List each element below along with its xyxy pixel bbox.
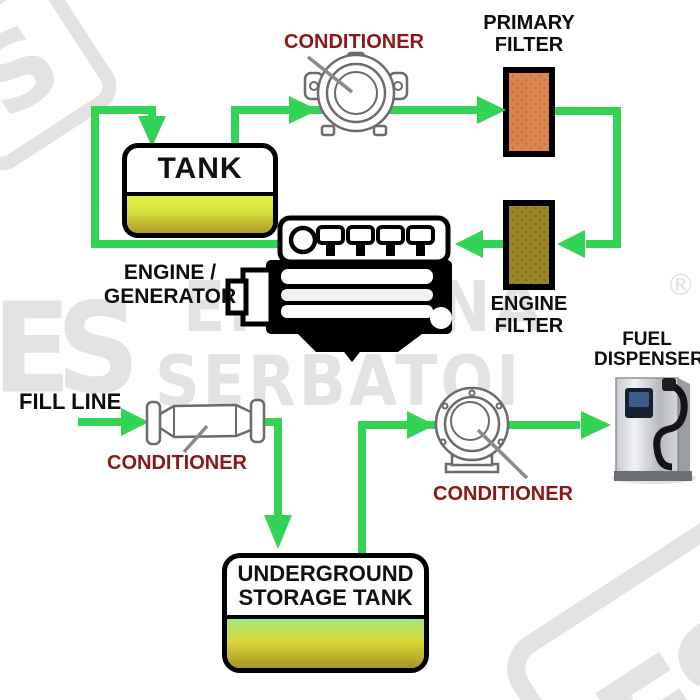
fuel-dispenser-label-line2: DISPENSER: [594, 349, 700, 370]
conditioner-top-device: [303, 51, 409, 137]
flow-arrowheads: [121, 96, 611, 549]
fill-line-label: FILL LINE: [19, 389, 122, 414]
fuel-dispenser-label-line1: FUEL: [622, 329, 672, 350]
fuel-dispenser-image: [612, 377, 696, 484]
registered-trademark-icon: ®: [666, 268, 695, 302]
engine-filter-label-line2: FILTER: [494, 315, 564, 337]
dispenser-conditioner-label: CONDITIONER: [433, 483, 573, 505]
fuel-flow-pipes: [78, 106, 621, 556]
conditioner-top-label: CONDITIONER: [284, 31, 424, 53]
engine-generator-label: ENGINE / GENERATOR: [95, 261, 245, 309]
primary-filter-label-line1: PRIMARY: [483, 12, 575, 34]
ust-label-line1: UNDERGROUND: [237, 561, 414, 586]
label-pointer-lines: [182, 55, 529, 480]
day-tank-box: TANK: [122, 143, 278, 238]
ust-label-line2: STORAGE TANK: [238, 585, 413, 610]
engine-filter-label: ENGINE FILTER: [477, 293, 581, 337]
engine-generator-label-line2: GENERATOR: [103, 285, 237, 308]
primary-filter-element: [503, 67, 555, 157]
underground-storage-tank-box: UNDERGROUND STORAGE TANK: [222, 553, 429, 673]
dispenser-hose: [653, 380, 688, 471]
engine-generator-illustration: [225, 215, 452, 362]
tank-fuel-level: [127, 192, 273, 233]
primary-filter-label: PRIMARY FILTER: [477, 12, 581, 56]
tank-label: TANK: [157, 152, 243, 185]
fuel-dispenser-label: FUEL DISPENSER: [594, 330, 700, 370]
engine-generator-label-line1: ENGINE /: [123, 261, 217, 284]
fill-line-conditioner-device: [145, 398, 266, 446]
fill-line-conditioner-label: CONDITIONER: [107, 452, 247, 474]
engine-rockers: [316, 225, 435, 256]
engine-filter-label-line1: ENGINE: [490, 293, 568, 315]
primary-filter-label-line2: FILTER: [494, 34, 564, 56]
watermark-es-monogram: ES: [0, 276, 140, 422]
ust-fuel-level: [227, 615, 424, 668]
engine-filter-element: [503, 200, 555, 290]
dispenser-conditioner-device: [434, 386, 510, 474]
